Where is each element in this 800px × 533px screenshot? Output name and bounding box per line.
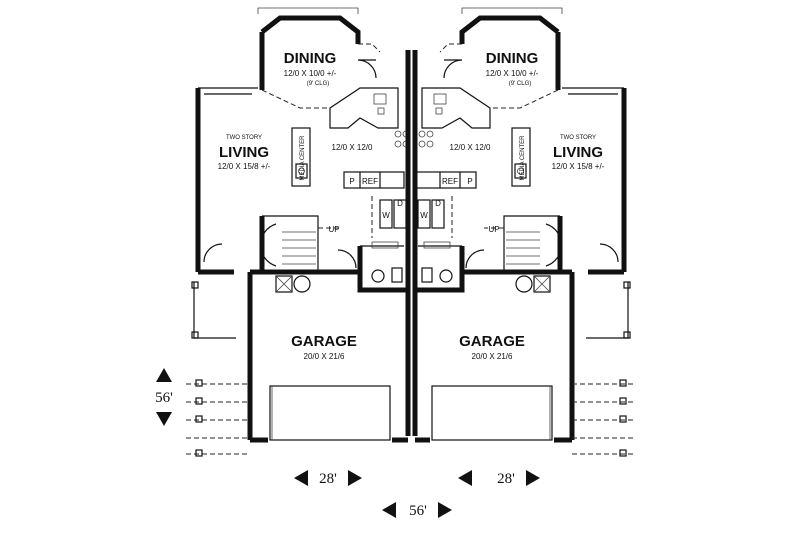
right-garage-label: GARAGE [459,333,525,350]
fence-left [186,379,250,457]
right-living-size: 12/0 X 15/8 +/- [552,162,605,171]
left-up-label: UP [328,225,339,234]
left-washer-label: W [382,211,390,220]
left-garage-label: GARAGE [291,333,357,350]
right-arrow-icon [526,470,540,486]
right-dining-label: DINING [486,50,539,67]
left-pantry-label: P [349,177,354,186]
left-living-label: LIVING [219,144,269,161]
right-pantry-label: P [467,177,472,186]
right-dining-size: 12/0 X 10/0 +/- [486,69,539,78]
left-dining-size: 12/0 X 10/0 +/- [284,69,337,78]
right-width-label: 28' [497,471,515,487]
left-garage-size: 20/0 X 21/6 [304,352,345,361]
left-arrow-icon [294,470,308,486]
total-width-label: 56' [409,503,427,519]
left-dryer-label: D [397,199,403,208]
left-ref-label: REF [362,177,378,186]
right-dryer-label: D [435,199,441,208]
depth-dimension: 56' [155,368,173,426]
left-media-center: MEDIA CENTER [300,135,306,181]
left-unit [191,7,418,443]
right-garage-size: 20/0 X 21/6 [472,352,513,361]
left-arrow-icon [458,470,472,486]
right-unit [415,7,631,443]
right-ref-label: REF [442,177,458,186]
right-width-dimension: 28' [458,470,540,487]
right-up-label: UP [488,225,499,234]
right-media-center: MEDIA CENTER [520,135,526,181]
fence-right [572,379,636,457]
total-width-dimension: 56' [382,502,452,519]
left-kitchen-size: 12/0 X 12/0 [332,143,373,152]
right-living-caption: TWO STORY [560,135,596,141]
left-living-caption: TWO STORY [226,135,262,141]
right-kitchen-size: 12/0 X 12/0 [450,143,491,152]
right-washer-label: W [420,211,428,220]
right-dining-note: (9' CLG) [509,81,531,87]
left-width-dimension: 28' [294,470,362,487]
left-dining-label: DINING [284,50,337,67]
left-width-label: 28' [319,471,337,487]
right-living-label: LIVING [553,144,603,161]
left-arrow-icon [382,502,396,518]
right-arrow-icon [348,470,362,486]
left-living-size: 12/0 X 15/8 +/- [218,162,271,171]
left-dining-note: (9' CLG) [307,81,329,87]
depth-dimension-label: 56' [155,390,173,406]
right-arrow-icon [438,502,452,518]
up-arrow-icon [156,368,172,382]
down-arrow-icon [156,412,172,426]
